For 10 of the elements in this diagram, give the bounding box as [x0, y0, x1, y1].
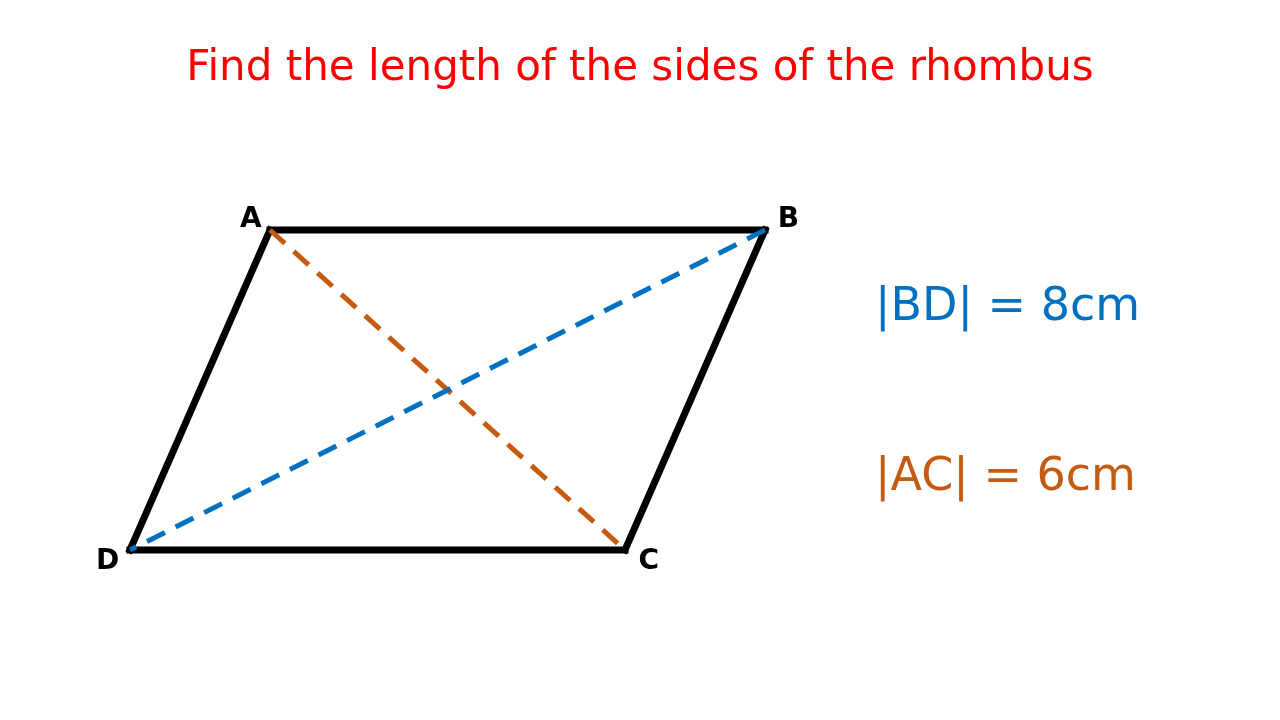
vertex-label: A [240, 204, 262, 232]
side-line [126, 226, 274, 554]
title: Find the length of the sides of the rhombus [185, 40, 1095, 92]
measurement-label: |AC| = 6cm [875, 446, 1136, 504]
side-line [126, 546, 629, 554]
measurement-label: |BD| = 8cm [875, 276, 1141, 334]
vertex-label: D [96, 546, 120, 574]
vertex-label: C [638, 546, 659, 574]
vertex-label: B [777, 204, 799, 232]
diagonal-line [128, 227, 767, 553]
